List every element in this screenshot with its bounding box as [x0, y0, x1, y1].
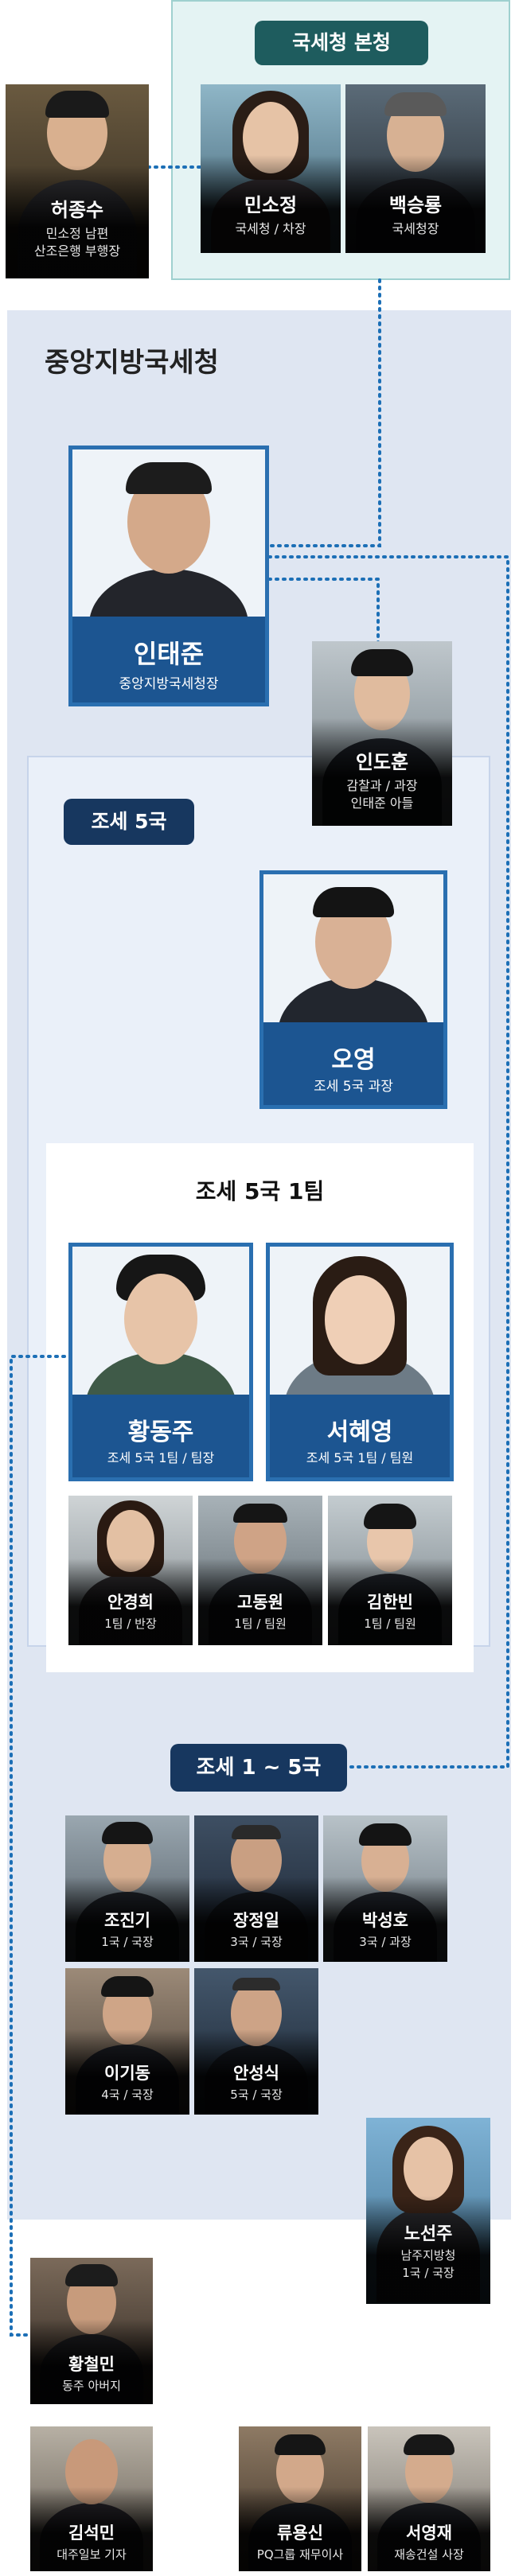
name: 황동주 [127, 1418, 194, 1446]
card-hwang-dongju[interactable]: 황동주 조세 5국 1팀 / 팀장 [68, 1243, 253, 1481]
hq-label: 국세청 본청 [255, 21, 428, 65]
name: 김한빈 [367, 1593, 413, 1612]
card-in-dohun[interactable]: 인도훈 감찰과 / 과장 인태준 아들 [312, 641, 452, 826]
team-1-title: 조세 5국 1팀 [195, 1178, 325, 1204]
role-line-1: 국세청 / 차장 [235, 221, 306, 236]
name: 류용신 [277, 2523, 323, 2543]
name: 서혜영 [326, 1418, 393, 1446]
card-heo-jongsu[interactable]: 허종수 민소정 남편 산조은행 부행장 [6, 84, 149, 278]
card-an-seongsik[interactable]: 안성식 5국 / 국장 [194, 1968, 318, 2115]
role-line-1: 감찰과 / 과장 [346, 778, 418, 793]
name: 백승룡 [388, 194, 443, 216]
link-hwangdj-hwangcm [10, 1355, 73, 2337]
card-oh-young[interactable]: 오영 조세 5국 과장 [259, 870, 447, 1109]
name: 고동원 [237, 1593, 283, 1612]
name: 이기동 [104, 2064, 150, 2083]
card-no-seonju[interactable]: 노선주 남주지방청 1국 / 국장 [366, 2118, 490, 2304]
name: 허종수 [50, 199, 104, 221]
card-jo-jingi[interactable]: 조진기 1국 / 국장 [65, 1815, 189, 1962]
divisions-1-5-label: 조세 1 ~ 5국 [170, 1744, 347, 1792]
name: 황철민 [68, 2355, 115, 2374]
name: 박성호 [362, 1911, 408, 1930]
card-kim-hanbin[interactable]: 김한빈 1팀 / 팀원 [328, 1496, 452, 1645]
card-seo-youngjae[interactable]: 서영재 재송건설 사장 [368, 2426, 490, 2571]
role-line-1: PQ그룹 재무이사 [256, 2547, 344, 2562]
card-jang-jeongil[interactable]: 장정일 3국 / 국장 [194, 1815, 318, 1962]
name: 민소정 [244, 194, 298, 216]
role-line-1: 1팀 / 반장 [104, 1617, 157, 1631]
name: 노선주 [404, 2224, 453, 2244]
role-line-1: 5국 / 국장 [230, 2088, 283, 2102]
role-line-1: 대주일보 기자 [57, 2547, 127, 2562]
name: 서영재 [406, 2523, 452, 2543]
link-intaejun-indohun [267, 578, 380, 644]
card-an-kyunghee[interactable]: 안경희 1팀 / 반장 [68, 1496, 193, 1645]
role-line-2: 인태준 아들 [350, 796, 414, 811]
name: 조진기 [104, 1911, 150, 1930]
role-line-1: 조세 5국 1팀 / 팀원 [306, 1450, 414, 1465]
card-ryu-yongsin[interactable]: 류용신 PQ그룹 재무이사 [239, 2426, 361, 2571]
name: 장정일 [233, 1911, 279, 1930]
role-line-2: 산조은행 부행장 [33, 243, 121, 259]
role-line-1: 동주 아버지 [62, 2379, 121, 2393]
card-in-taejun[interactable]: 인태준 중앙지방국세청장 [68, 446, 269, 706]
role-line-2: 1국 / 국장 [402, 2266, 455, 2280]
card-seo-hyeyoung[interactable]: 서혜영 조세 5국 1팀 / 팀원 [266, 1243, 454, 1481]
name: 인태준 [133, 639, 205, 669]
role-line-1: 재송건설 사장 [394, 2547, 464, 2562]
card-baek-seungryong[interactable]: 백승룡 국세청장 [345, 84, 486, 253]
name: 인도훈 [355, 751, 409, 773]
role-line-1: 3국 / 국장 [230, 1935, 283, 1949]
role-line-1: 4국 / 국장 [101, 2088, 154, 2102]
card-park-seongho[interactable]: 박성호 3국 / 과장 [323, 1815, 447, 1962]
role-line-1: 국세청장 [392, 221, 439, 236]
card-go-dongwon[interactable]: 고동원 1팀 / 팀원 [198, 1496, 322, 1645]
name: 안경희 [107, 1593, 154, 1612]
card-hwang-cheolmin[interactable]: 황철민 동주 아버지 [30, 2258, 153, 2404]
name: 오영 [331, 1046, 376, 1074]
role-line-1: 민소정 남편 [45, 226, 109, 241]
card-min-sojeong[interactable]: 민소정 국세청 / 차장 [201, 84, 341, 253]
role-line-1: 3국 / 과장 [359, 1935, 412, 1949]
card-lee-gidong[interactable]: 이기동 4국 / 국장 [65, 1968, 189, 2115]
link-hq-central [267, 278, 381, 547]
role-line-1: 남주지방청 [400, 2248, 456, 2263]
role-line-1: 조세 5국 과장 [314, 1079, 393, 1095]
role-line-1: 중앙지방국세청장 [119, 676, 219, 692]
division-5-label: 조세 5국 [64, 799, 194, 845]
role-line-1: 1팀 / 팀원 [364, 1617, 416, 1631]
link-intaejun-div15 [267, 555, 509, 1769]
role-line-1: 1팀 / 팀원 [234, 1617, 287, 1631]
name: 안성식 [233, 2064, 279, 2083]
central-office-title: 중앙지방국세청 [45, 347, 219, 379]
card-kim-seokmin[interactable]: 김석민 대주일보 기자 [30, 2426, 153, 2571]
role-line-1: 조세 5국 1팀 / 팀장 [107, 1450, 215, 1465]
name: 김석민 [68, 2523, 115, 2543]
role-line-1: 1국 / 국장 [101, 1935, 154, 1949]
